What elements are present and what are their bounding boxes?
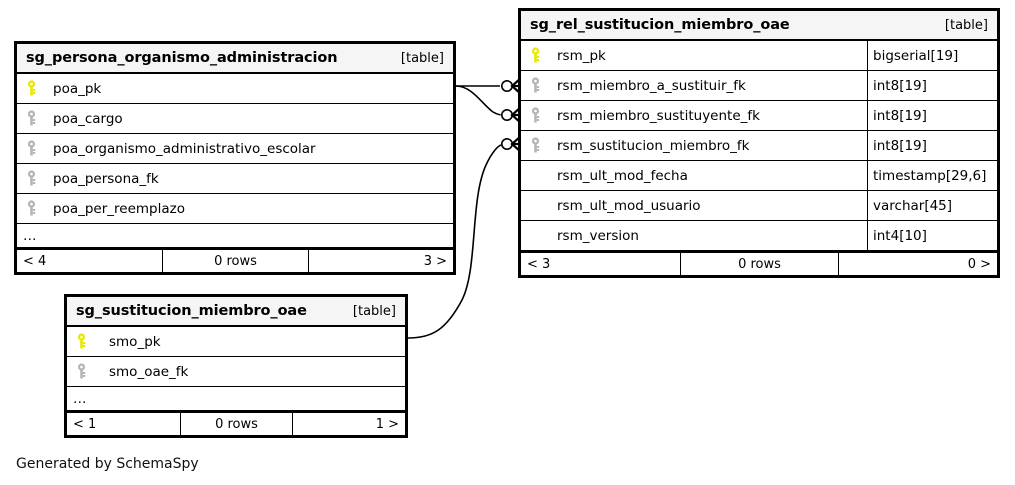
- footer-parents-count[interactable]: < 4: [23, 253, 47, 269]
- column-name-cell: poa_persona_fk: [45, 164, 453, 193]
- column-name: smo_pk: [109, 333, 161, 350]
- table-row[interactable]: poa_persona_fk: [17, 164, 453, 194]
- table-row[interactable]: rsm_miembro_a_sustituir_fk int8[19]: [521, 71, 997, 101]
- column-name: poa_pk: [53, 80, 102, 97]
- column-name: rsm_version: [557, 227, 639, 244]
- relationship-poa-pk-to-rsm-miembro-a-sustituir-fk: [456, 77, 522, 95]
- column-name-cell: rsm_pk: [549, 41, 867, 70]
- column-name-cell: poa_organismo_administrativo_escolar: [45, 134, 453, 163]
- column-name: rsm_sustitucion_miembro_fk: [557, 137, 750, 154]
- table-footer: < 1 0 rows 1 >: [67, 411, 405, 435]
- table-row[interactable]: poa_organismo_administrativo_escolar: [17, 134, 453, 164]
- table-sg_sustitucion_miembro_oae[interactable]: sg_sustitucion_miembro_oae [table] smo_p…: [64, 294, 408, 438]
- footer-row-count: 0 rows: [679, 253, 839, 275]
- no-key-spacer: [521, 161, 549, 190]
- table-row[interactable]: rsm_miembro_sustituyente_fk int8[19]: [521, 101, 997, 131]
- foreign-key-icon: [17, 194, 45, 223]
- table-type-tag: [table]: [352, 303, 396, 319]
- table-title: sg_persona_organismo_administracion: [26, 50, 338, 66]
- footer-row-count: 0 rows: [179, 413, 293, 435]
- table-row[interactable]: rsm_pk bigserial[19]: [521, 41, 997, 71]
- column-name: rsm_ult_mod_fecha: [557, 167, 688, 184]
- primary-key-icon: [67, 327, 95, 356]
- table-row[interactable]: rsm_ult_mod_fecha timestamp[29,6]: [521, 161, 997, 191]
- table-row[interactable]: rsm_version int4[10]: [521, 221, 997, 251]
- footer-children-count[interactable]: 3 >: [307, 250, 453, 272]
- column-name-cell: rsm_miembro_sustituyente_fk: [549, 101, 867, 130]
- table-type-tag: [table]: [944, 17, 988, 33]
- foreign-key-icon: [67, 357, 95, 386]
- column-name-cell: rsm_ult_mod_usuario: [549, 191, 867, 220]
- column-type: varchar[45]: [867, 191, 997, 220]
- column-type: int8[19]: [867, 131, 997, 160]
- column-name: poa_per_reemplazo: [53, 200, 185, 217]
- column-type: int8[19]: [867, 101, 997, 130]
- no-key-spacer: [521, 191, 549, 220]
- table-row[interactable]: poa_per_reemplazo: [17, 194, 453, 224]
- generated-by-label: Generated by SchemaSpy: [16, 456, 199, 472]
- foreign-key-icon: [17, 164, 45, 193]
- no-key-spacer: [521, 221, 549, 250]
- table-row[interactable]: rsm_sustitucion_miembro_fk int8[19]: [521, 131, 997, 161]
- table-header: sg_sustitucion_miembro_oae [table]: [67, 297, 405, 327]
- table-title: sg_sustitucion_miembro_oae: [76, 303, 307, 319]
- column-name-cell: rsm_ult_mod_fecha: [549, 161, 867, 190]
- foreign-key-icon: [17, 134, 45, 163]
- column-name-cell: smo_oae_fk: [95, 357, 405, 386]
- foreign-key-icon: [521, 131, 549, 160]
- table-title: sg_rel_sustitucion_miembro_oae: [530, 17, 790, 33]
- column-name-cell: poa_per_reemplazo: [45, 194, 453, 223]
- table-row[interactable]: rsm_ult_mod_usuario varchar[45]: [521, 191, 997, 221]
- footer-parents-count[interactable]: < 1: [73, 416, 97, 432]
- column-name-cell: smo_pk: [95, 327, 405, 356]
- column-name: rsm_miembro_a_sustituir_fk: [557, 77, 746, 94]
- column-name: poa_persona_fk: [53, 170, 159, 187]
- table-sg_persona_organismo_administracion[interactable]: sg_persona_organismo_administracion [tab…: [14, 41, 456, 275]
- column-name-cell: rsm_miembro_a_sustituir_fk: [549, 71, 867, 100]
- footer-row-count: 0 rows: [162, 250, 307, 272]
- table-header: sg_persona_organismo_administracion [tab…: [17, 44, 453, 74]
- foreign-key-icon: [17, 104, 45, 133]
- footer-parents-count[interactable]: < 3: [527, 256, 551, 272]
- column-name: rsm_pk: [557, 47, 606, 64]
- column-type: int4[10]: [867, 221, 997, 250]
- column-type: timestamp[29,6]: [867, 161, 997, 190]
- table-row[interactable]: smo_oae_fk: [67, 357, 405, 387]
- table-row[interactable]: smo_pk: [67, 327, 405, 357]
- column-name-cell: poa_cargo: [45, 104, 453, 133]
- table-footer: < 3 0 rows 0 >: [521, 251, 997, 275]
- footer-children-count[interactable]: 0 >: [838, 253, 997, 275]
- table-row[interactable]: poa_cargo: [17, 104, 453, 134]
- foreign-key-icon: [521, 101, 549, 130]
- footer-children-count[interactable]: 1 >: [292, 413, 405, 435]
- column-name: poa_cargo: [53, 110, 123, 127]
- foreign-key-icon: [521, 71, 549, 100]
- relationship-poa-pk-to-rsm-miembro-sustituyente-fk: [455, 85, 522, 124]
- column-name-cell: poa_pk: [45, 74, 453, 103]
- table-footer: < 4 0 rows 3 >: [17, 248, 453, 272]
- more-columns-indicator: …: [67, 387, 405, 411]
- column-name-cell: rsm_sustitucion_miembro_fk: [549, 131, 867, 160]
- more-columns-indicator: …: [17, 224, 453, 248]
- primary-key-icon: [17, 74, 45, 103]
- primary-key-icon: [521, 41, 549, 70]
- table-row[interactable]: poa_pk: [17, 74, 453, 104]
- column-name: poa_organismo_administrativo_escolar: [53, 140, 316, 157]
- table-sg_rel_sustitucion_miembro_oae[interactable]: sg_rel_sustitucion_miembro_oae [table] r…: [518, 8, 1000, 278]
- table-type-tag: [table]: [400, 50, 444, 66]
- column-name-cell: rsm_version: [549, 221, 867, 250]
- table-header: sg_rel_sustitucion_miembro_oae [table]: [521, 11, 997, 41]
- column-name: smo_oae_fk: [109, 363, 189, 380]
- column-type: int8[19]: [867, 71, 997, 100]
- column-type: bigserial[19]: [867, 41, 997, 70]
- column-name: rsm_ult_mod_usuario: [557, 197, 701, 214]
- column-name: rsm_miembro_sustituyente_fk: [557, 107, 760, 124]
